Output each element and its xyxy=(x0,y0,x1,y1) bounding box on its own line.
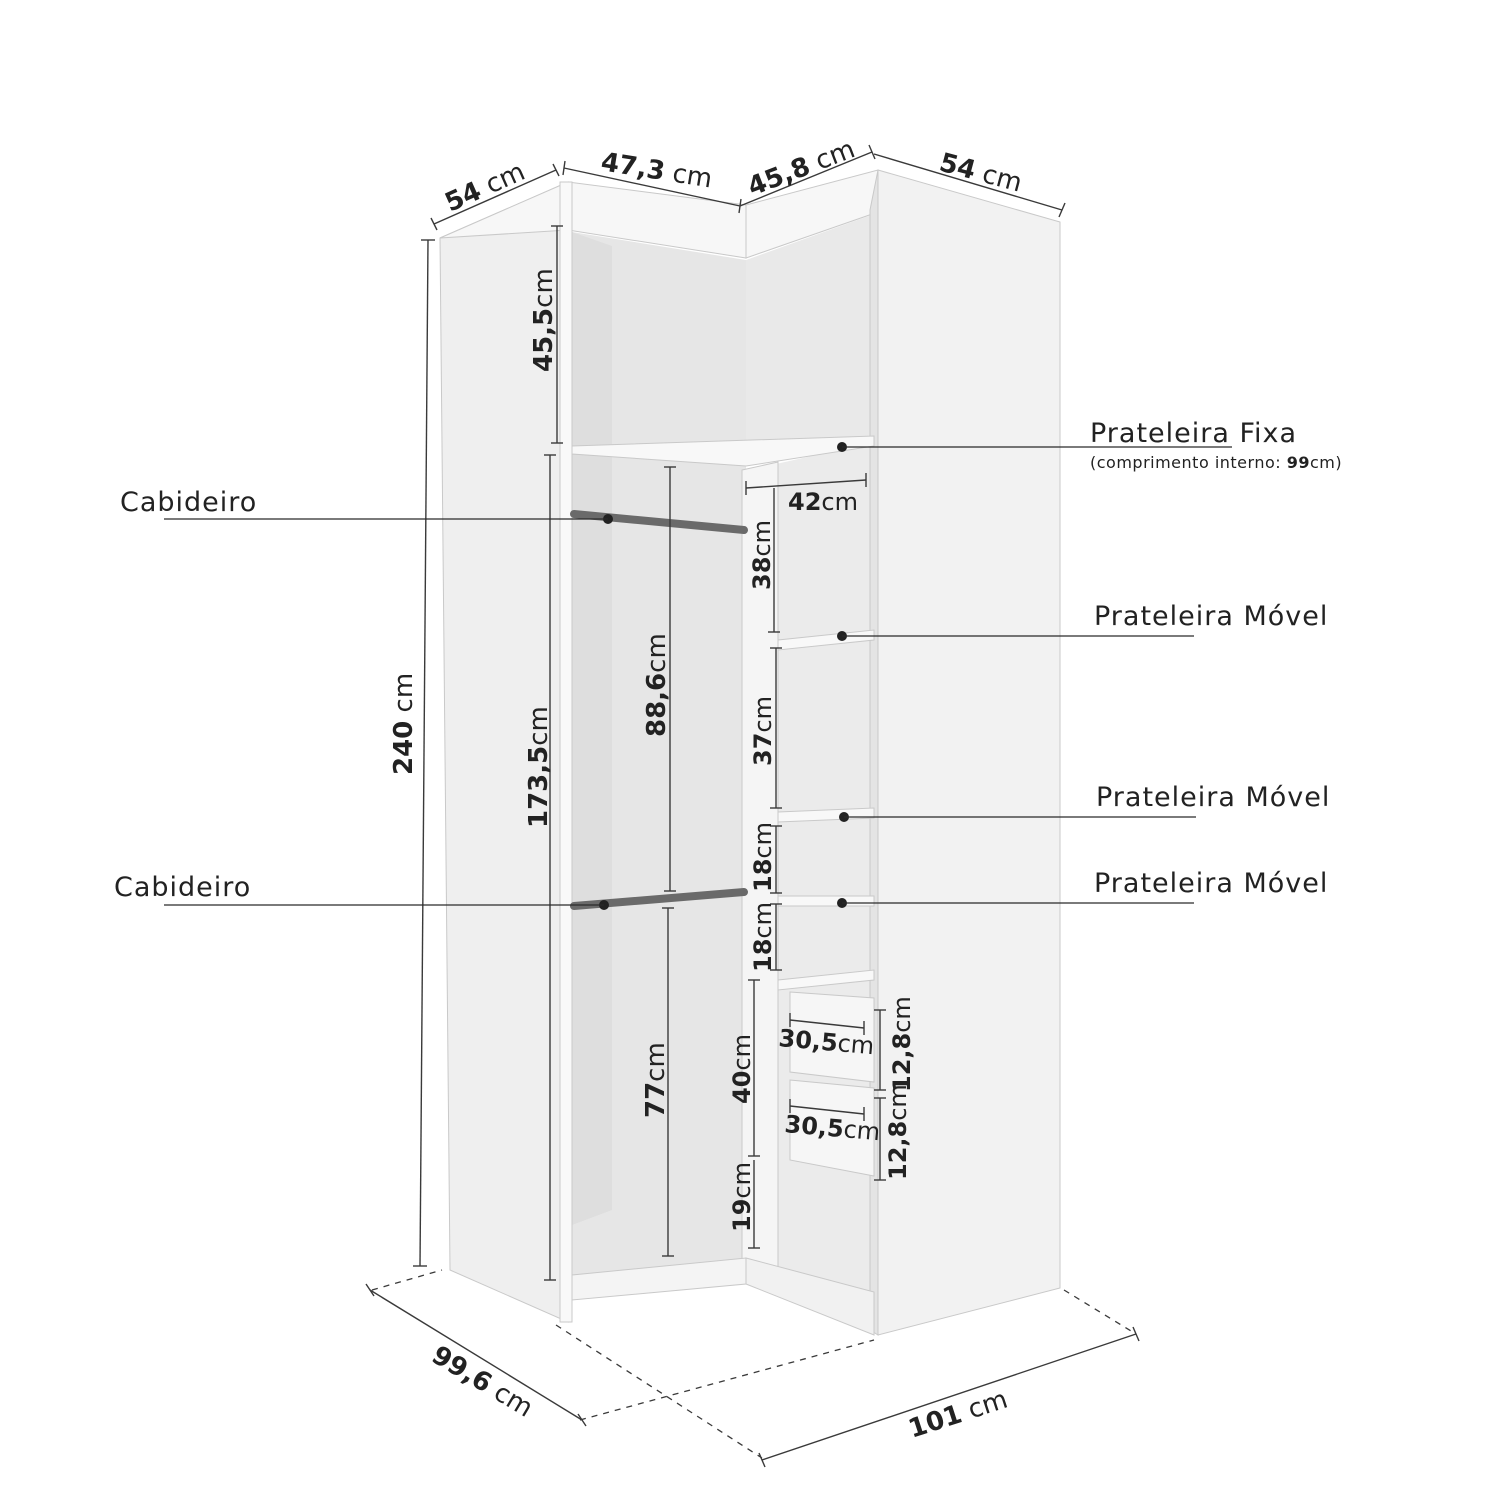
drawer-1 xyxy=(789,991,875,1083)
top-right-interior xyxy=(746,214,874,460)
dim-base-gap: 19cm xyxy=(728,1162,756,1232)
movable-shelf-3 xyxy=(777,895,875,907)
callout-movable-shelf-2: Prateleira Móvel xyxy=(1096,782,1330,813)
callout-fixed-shelf: Prateleira Fixa xyxy=(1090,418,1297,449)
dim-shelf-depth: 42cm xyxy=(788,488,858,516)
base-footprint: 99,6 cm 101 cm xyxy=(365,1269,1140,1468)
dim-shelf-gap-4: 18cm xyxy=(749,902,777,972)
dim-width-left-depth: 54 cm xyxy=(441,157,530,219)
left-interior-side xyxy=(572,232,612,1225)
callouts: Prateleira Fixa (comprimento interno: 99… xyxy=(114,418,1342,910)
callout-movable-shelf-3: Prateleira Móvel xyxy=(1094,868,1328,899)
dim-height-total: 240 cm xyxy=(389,673,419,775)
dim-top-compartment: 45,5cm xyxy=(529,268,559,372)
right-column-dimensions: 42cm 38cm 37cm 18cm 18cm 40cm xyxy=(728,473,916,1249)
fixed-shelf xyxy=(571,435,875,467)
dim-shelf-gap-3: 18cm xyxy=(749,822,777,892)
height-dimension: 240 cm xyxy=(389,239,435,1267)
dim-shelf-gap-2: 37cm xyxy=(749,696,777,766)
base-right xyxy=(745,1257,875,1336)
callout-hanger-rod-lower: Cabideiro xyxy=(114,872,251,903)
hanger-rod-upper xyxy=(570,510,748,534)
dim-drawer-width-1: 30,5cm xyxy=(777,1024,875,1060)
dim-drawer-height-1: 12,8cm xyxy=(888,996,916,1092)
dim-hanging-total: 173,5cm xyxy=(524,706,554,828)
callout-fixed-shelf-note: (comprimento interno: 99cm) xyxy=(1090,453,1342,472)
cabinet xyxy=(439,169,1061,1336)
dim-drawer-height-2: 12,8cm xyxy=(884,1084,912,1180)
left-compartment-interior xyxy=(572,232,746,1275)
drawer-top-shelf xyxy=(777,969,875,991)
drawer-2 xyxy=(789,1079,875,1177)
left-compartment-dimensions: 45,5cm 173,5cm 88,6cm 77cm xyxy=(524,225,676,1281)
dim-lower-hanging: 77cm xyxy=(641,1042,671,1118)
dim-shelf-gap-1: 38cm xyxy=(748,520,776,590)
dim-upper-hanging: 88,6cm xyxy=(642,633,672,737)
callout-hanger-rod-upper: Cabideiro xyxy=(120,487,257,518)
callout-movable-shelf-1: Prateleira Móvel xyxy=(1094,601,1328,632)
dim-drawer-width-2: 30,5cm xyxy=(783,1110,881,1146)
movable-shelf-2 xyxy=(777,807,875,823)
left-front-edge xyxy=(559,181,573,1323)
dim-drawers-zone: 40cm xyxy=(728,1034,756,1104)
